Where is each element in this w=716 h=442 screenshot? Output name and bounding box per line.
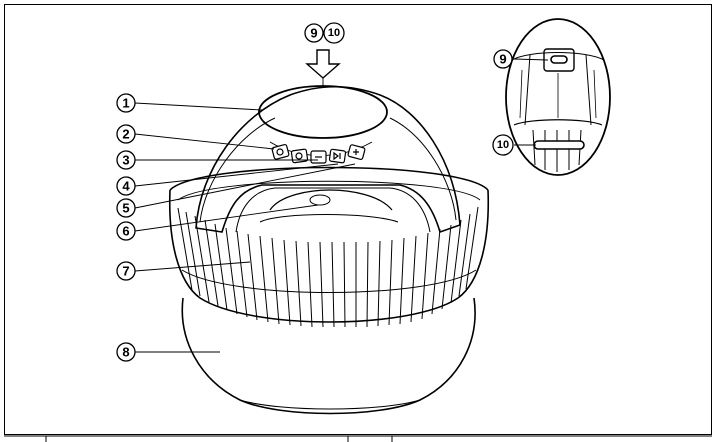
volume-up-button[interactable]: [347, 144, 366, 161]
callout-2: 2: [116, 124, 136, 144]
arrow-down-icon: [305, 49, 341, 79]
callout-2-label: 2: [122, 127, 129, 142]
callout-1: 1: [116, 93, 136, 113]
control-buttons: [271, 143, 366, 164]
callout-9-inset: 9: [493, 49, 513, 69]
callout-4: 4: [116, 176, 136, 196]
plus-icon: [353, 149, 359, 155]
top-shell: [195, 85, 461, 234]
light-strip-icon: [533, 140, 585, 150]
center-light: [269, 189, 393, 211]
callout-8-label: 8: [122, 345, 129, 360]
power-button[interactable]: [271, 143, 290, 160]
callout-8: 8: [116, 342, 136, 362]
callout-10-inset: 10: [492, 134, 514, 156]
callout-6: 6: [116, 221, 136, 241]
diagram-border: [4, 4, 712, 435]
power-icon: [276, 148, 284, 156]
callout-5: 5: [116, 198, 136, 218]
callout-7: 7: [116, 261, 136, 281]
speaker-band-ribs: [177, 206, 479, 328]
top-light-disc: [258, 85, 388, 139]
play-pause-icon: [333, 151, 341, 161]
callout-3-label: 3: [122, 153, 129, 168]
callout-1-label: 1: [122, 96, 129, 111]
callout-6-label: 6: [122, 224, 129, 239]
callout-9-top-label: 9: [310, 26, 317, 41]
callout-4-label: 4: [122, 179, 130, 194]
callout-9-top: 9: [304, 23, 324, 43]
inset-detail: [505, 18, 611, 176]
base-bowl: [181, 297, 476, 415]
callout-10-top: 10: [323, 22, 345, 44]
callout-9-label: 9: [499, 52, 506, 67]
device-illustration: [168, 85, 490, 415]
callout-10-label: 10: [497, 139, 509, 151]
callout-3: 3: [116, 150, 136, 170]
callout-10-top-label: 10: [328, 27, 340, 39]
volume-down-button[interactable]: [310, 150, 327, 164]
play-pause-button[interactable]: [328, 148, 347, 164]
callout-7-label: 7: [122, 264, 129, 279]
leader-lines: [134, 58, 549, 353]
settings-button[interactable]: [290, 148, 309, 164]
callout-5-label: 5: [122, 201, 129, 216]
gear-icon: [295, 152, 303, 160]
speaker-band-outline: [168, 189, 490, 323]
